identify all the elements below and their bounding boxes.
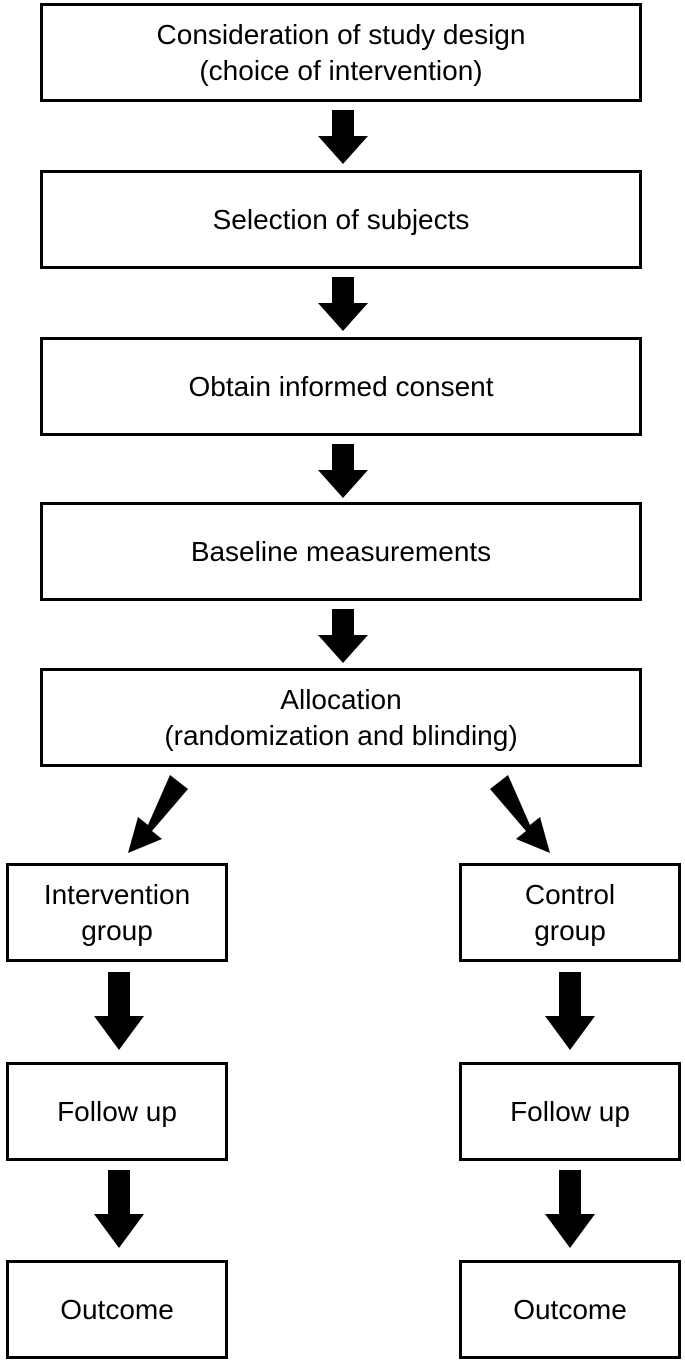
step-allocation-line2: (randomization and blinding) <box>164 719 518 751</box>
step-baseline-box: Baseline measurements <box>40 502 642 601</box>
intervention-group-box: Intervention group <box>6 863 228 962</box>
step-selection-box: Selection of subjects <box>40 170 642 269</box>
control-follow-up-label: Follow up <box>510 1095 630 1127</box>
down-arrow-2 <box>318 277 368 331</box>
diagonal-arrow-right <box>490 775 550 853</box>
step-allocation-box: Allocation (randomization and blinding) <box>40 668 642 767</box>
control-group-line2: group <box>534 914 606 946</box>
step-consent-label: Obtain informed consent <box>188 370 494 402</box>
control-outcome-label: Outcome <box>513 1293 627 1325</box>
intervention-follow-up-box: Follow up <box>6 1062 228 1161</box>
control-outcome-box: Outcome <box>459 1260 681 1359</box>
step-baseline-label: Baseline measurements <box>190 535 492 567</box>
step-study-design-box: Consideration of study design (choice of… <box>40 3 642 102</box>
step-allocation-line1: Allocation <box>280 683 402 715</box>
step-selection-label: Selection of subjects <box>212 203 470 235</box>
diagonal-arrow-left <box>128 775 188 853</box>
down-arrow-1 <box>318 110 368 164</box>
intervention-outcome-box: Outcome <box>6 1260 228 1359</box>
intervention-follow-up-label: Follow up <box>57 1095 177 1127</box>
intervention-outcome-label: Outcome <box>60 1293 174 1325</box>
control-follow-up-box: Follow up <box>459 1062 681 1161</box>
intervention-group-line2: group <box>81 914 153 946</box>
control-group-box: Control group <box>459 863 681 962</box>
down-arrow-control-2 <box>545 1170 595 1248</box>
down-arrow-4 <box>318 609 368 663</box>
intervention-group-line1: Intervention <box>43 878 191 910</box>
down-arrow-control-1 <box>545 972 595 1050</box>
step-study-design-line2: (choice of intervention) <box>199 54 483 86</box>
step-consent-box: Obtain informed consent <box>40 337 642 436</box>
control-group-line1: Control <box>524 878 616 910</box>
down-arrow-intervention-2 <box>94 1170 144 1248</box>
down-arrow-3 <box>318 444 368 498</box>
down-arrow-intervention-1 <box>94 972 144 1050</box>
step-study-design-line1: Consideration of study design <box>156 18 526 50</box>
